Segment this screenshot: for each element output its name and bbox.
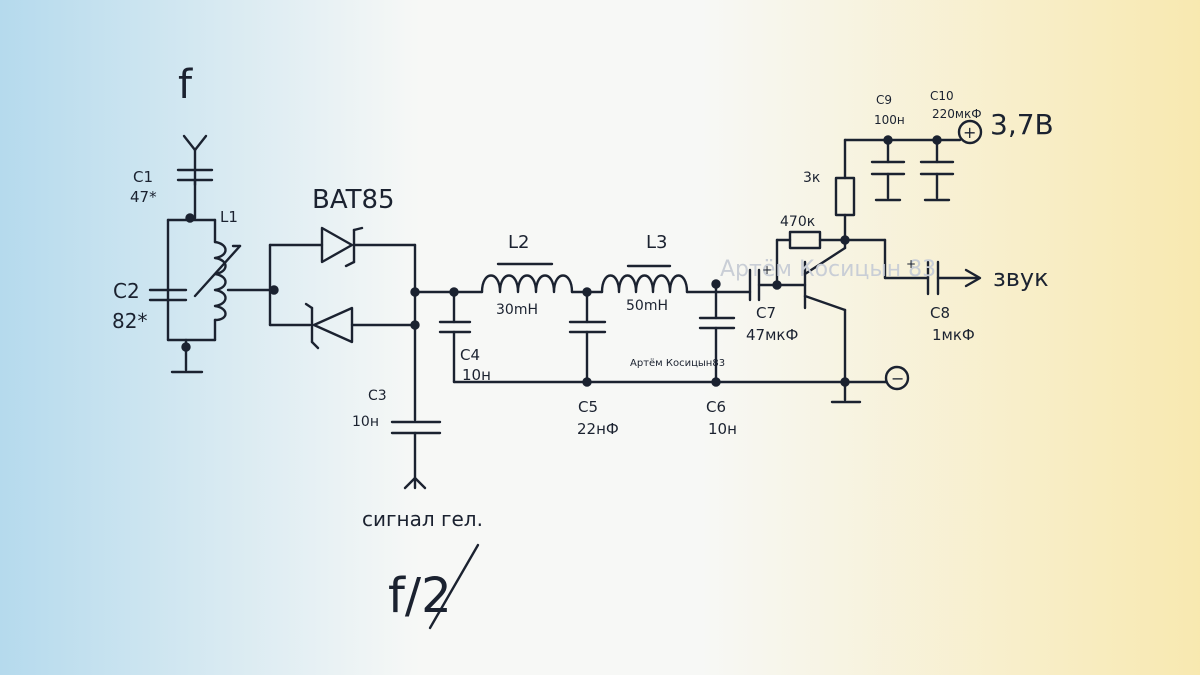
signal-gen-label: сигнал гел. <box>362 507 483 531</box>
power-label: 3,7В <box>990 108 1054 141</box>
author-note: Артём Косицын83 <box>630 358 725 369</box>
capacitor-c7 <box>748 268 807 302</box>
fraction-slash <box>428 543 480 630</box>
blue-wash <box>0 0 420 675</box>
l2-value: 30mН <box>496 302 538 318</box>
r-collector-value: 3к <box>803 170 820 186</box>
c8-polarity: + <box>906 257 916 271</box>
capacitor-c3 <box>390 420 442 490</box>
divider-label: f/2 <box>388 568 452 624</box>
c9-value: 100н <box>874 113 905 127</box>
capacitor-c2 <box>148 288 188 302</box>
diode-pair <box>268 226 417 422</box>
ground-terminal-icon <box>884 365 910 391</box>
c5-value: 22нФ <box>577 420 619 438</box>
c4-value: 10н <box>462 366 491 384</box>
c9-ref: C9 <box>876 93 892 107</box>
output-arrow-icon <box>964 268 982 288</box>
c8-ref: C8 <box>930 304 950 322</box>
junction-dot <box>181 342 191 352</box>
r-bias-value: 470к <box>780 214 815 230</box>
c10-ref: C10 <box>930 89 954 103</box>
capacitor-c9 <box>870 138 906 202</box>
power-plus: + <box>963 123 976 142</box>
junction-dot <box>582 377 592 387</box>
c4-ref: C4 <box>460 346 480 364</box>
ground-minus: − <box>891 369 904 388</box>
junction-dot <box>410 320 420 330</box>
l3-value: 50mН <box>626 298 668 314</box>
capacitor-c1 <box>176 168 214 220</box>
watermark: Артём Косицын 83 <box>720 257 936 282</box>
capacitor-c4 <box>438 290 472 384</box>
frequency-label: f <box>178 62 193 108</box>
output-label: звук <box>993 264 1049 292</box>
l3-ref: L3 <box>646 232 667 253</box>
l1-ref: L1 <box>220 208 238 226</box>
c5-ref: C5 <box>578 398 598 416</box>
capacitor-c5 <box>568 290 607 384</box>
junction-dot <box>269 285 279 295</box>
c6-value: 10н <box>708 420 737 438</box>
resistor-3k <box>834 138 856 250</box>
yellow-wash <box>700 0 1200 675</box>
c1-value: 47* <box>130 188 157 206</box>
c2-value: 82* <box>112 309 147 333</box>
diode-label: BAT85 <box>312 185 395 215</box>
c7-polarity: + <box>762 263 772 277</box>
c1-ref: C1 <box>133 168 153 186</box>
capacitor-c6 <box>698 283 736 384</box>
inductor-l3 <box>600 264 752 294</box>
c3-value: 10н <box>352 414 379 430</box>
c10-value: 220мкФ <box>932 107 982 121</box>
c7-ref: C7 <box>756 304 776 322</box>
inductor-l1 <box>193 240 276 322</box>
c3-ref: C3 <box>368 388 387 404</box>
junction-dot <box>711 377 721 387</box>
capacitor-c8 <box>926 260 980 296</box>
power-terminal-icon <box>957 119 983 145</box>
transistor <box>803 246 862 404</box>
capacitor-c10 <box>919 138 955 202</box>
c7-value: 47мкФ <box>746 326 798 344</box>
c8-value: 1мкФ <box>932 326 975 344</box>
resistor-470k <box>775 230 847 287</box>
c2-ref: C2 <box>113 279 140 303</box>
l2-ref: L2 <box>508 232 529 253</box>
c6-ref: C6 <box>706 398 726 416</box>
